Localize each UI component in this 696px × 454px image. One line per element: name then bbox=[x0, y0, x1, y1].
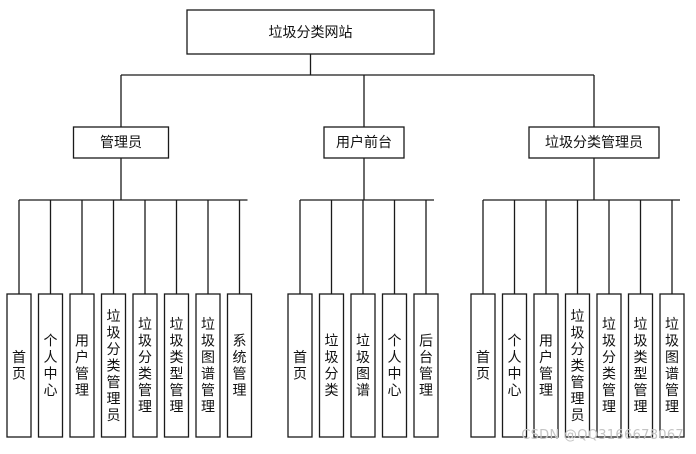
group-1-leaf-6: 垃圾类型管理 bbox=[163, 293, 190, 438]
group-1-leaf-2-label: 个人中心 bbox=[44, 334, 58, 400]
group-1-leaf-3-label: 用户管理 bbox=[75, 334, 89, 400]
group-3-label: 垃圾分类管理员 bbox=[545, 135, 643, 151]
group-2-leaf-5-label: 后台管理 bbox=[419, 334, 433, 400]
group-1-leaf-7-box bbox=[195, 293, 221, 438]
group-1-leaf-1-label: 首页 bbox=[12, 350, 26, 383]
group-2-leaf-4: 个人中心 bbox=[381, 293, 408, 438]
group-3-leaf-1-box bbox=[470, 293, 496, 438]
group-2-leaf-2: 垃圾分类 bbox=[318, 293, 345, 438]
group-3-leaf-7: 垃圾图谱管理 bbox=[659, 293, 685, 438]
group-1-leaf-5-box bbox=[132, 293, 158, 438]
group-1-leaf-1: 首页 bbox=[6, 293, 32, 438]
group-3-leaf-2-box bbox=[501, 293, 528, 438]
group-1-leaf-8: 系统管理 bbox=[226, 293, 253, 438]
group-1-label: 管理员 bbox=[100, 135, 142, 151]
group-2-leaf-3-label: 垃圾图谱 bbox=[356, 334, 370, 400]
group-2-leaf-3: 垃圾图谱 bbox=[350, 293, 376, 438]
group-3-leaf-3: 用户管理 bbox=[533, 293, 559, 438]
group-3-leaf-5-label: 垃圾分类管理 bbox=[602, 317, 616, 416]
group-3-leaf-2-label: 个人中心 bbox=[508, 334, 522, 400]
group-3-box bbox=[528, 126, 660, 159]
group-2-leaf-1-label: 首页 bbox=[293, 350, 307, 383]
group-1-leaf-8-box bbox=[226, 293, 253, 438]
group-1-leaf-5: 垃圾分类管理 bbox=[132, 293, 158, 438]
group-3-leaf-6: 垃圾类型管理 bbox=[627, 293, 654, 438]
group-3-leaf-4-label: 垃圾分类管理员 bbox=[571, 309, 585, 424]
group-1-leaf-3-box bbox=[69, 293, 95, 438]
group-3-leaf-2: 个人中心 bbox=[501, 293, 528, 438]
root-node: 垃圾分类网站 bbox=[186, 9, 435, 55]
group-1-leaf-1-box bbox=[6, 293, 32, 438]
group-2-leaf-2-box bbox=[318, 293, 345, 438]
group-3-leaf-3-box bbox=[533, 293, 559, 438]
group-1-leaf-4-label: 垃圾分类管理员 bbox=[107, 309, 121, 424]
group-3-leaf-5-box bbox=[596, 293, 622, 438]
group-1-leaf-6-box bbox=[163, 293, 190, 438]
group-1-leaf-6-label: 垃圾类型管理 bbox=[170, 317, 184, 416]
group-2-leaf-1: 首页 bbox=[287, 293, 313, 438]
group-2-leaf-4-label: 个人中心 bbox=[388, 334, 402, 400]
group-3-leaf-1-label: 首页 bbox=[476, 350, 490, 383]
group-2-box bbox=[323, 126, 405, 159]
group-3-leaf-5: 垃圾分类管理 bbox=[596, 293, 622, 438]
group-3-leaf-6-box bbox=[627, 293, 654, 438]
group-2-leaf-5-box bbox=[413, 293, 439, 438]
group-3-leaf-1: 首页 bbox=[470, 293, 496, 438]
group-2-leaf-4-box bbox=[381, 293, 408, 438]
group-1-leaf-4-box bbox=[100, 293, 127, 438]
group-3-leaf-4-box bbox=[564, 293, 591, 438]
group-3-leaf-7-box bbox=[659, 293, 685, 438]
group-3-leaf-6-label: 垃圾类型管理 bbox=[634, 317, 648, 416]
group-1-leaf-4: 垃圾分类管理员 bbox=[100, 293, 127, 438]
group-3-leaf-3-label: 用户管理 bbox=[539, 334, 553, 400]
group-1-box bbox=[72, 126, 170, 159]
watermark: CSDN @QQ3166678067 bbox=[521, 428, 684, 443]
group-3-node: 垃圾分类管理员 bbox=[528, 126, 660, 159]
group-1-leaf-2-box bbox=[37, 293, 64, 438]
group-1-leaf-7-label: 垃圾图谱管理 bbox=[201, 317, 215, 416]
group-2-leaf-1-box bbox=[287, 293, 313, 438]
group-2-label: 用户前台 bbox=[336, 134, 392, 151]
group-1-leaf-5-label: 垃圾分类管理 bbox=[138, 317, 152, 416]
group-1-leaf-3: 用户管理 bbox=[69, 293, 95, 438]
root-node-label: 垃圾分类网站 bbox=[269, 25, 353, 41]
group-3-leaf-4: 垃圾分类管理员 bbox=[564, 293, 591, 438]
group-2-leaf-2-label: 垃圾分类 bbox=[325, 334, 339, 400]
group-2-leaf-5: 后台管理 bbox=[413, 293, 439, 438]
group-1-leaf-2: 个人中心 bbox=[37, 293, 64, 438]
diagram-nodes: 垃圾分类网站 管理员首页个人中心用户管理垃圾分类管理员垃圾分类管理垃圾类型管理垃… bbox=[6, 9, 685, 438]
connector-lines bbox=[18, 54, 680, 294]
group-2-node: 用户前台 bbox=[323, 126, 405, 159]
group-1-leaf-7: 垃圾图谱管理 bbox=[195, 293, 221, 438]
group-1-node: 管理员 bbox=[72, 126, 170, 159]
group-1-leaf-8-label: 系统管理 bbox=[233, 334, 247, 400]
group-3-leaf-7-label: 垃圾图谱管理 bbox=[665, 317, 679, 416]
root-node-box bbox=[186, 9, 435, 55]
group-2-leaf-3-box bbox=[350, 293, 376, 438]
